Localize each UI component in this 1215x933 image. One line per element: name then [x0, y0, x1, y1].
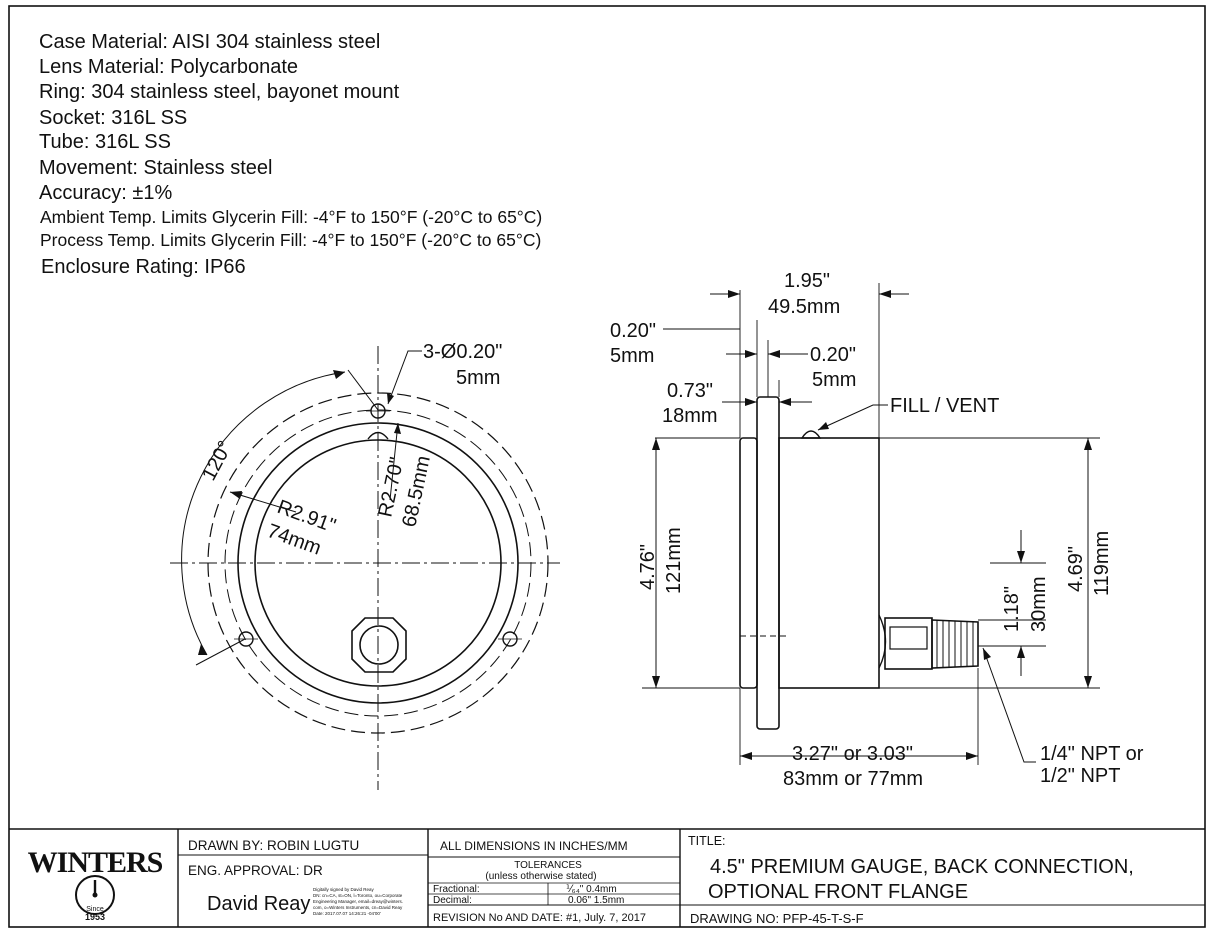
flange-right-label-mm: 5mm: [812, 369, 856, 391]
revision: REVISION No AND DATE: #1, July. 7, 2017: [433, 912, 646, 924]
signature: David Reay: [207, 893, 310, 915]
spec-tube: Tube: 316L SS: [39, 131, 171, 153]
flange-left-label-mm: 5mm: [610, 345, 654, 367]
socket-offset-label-in: 1.18": [1001, 586, 1023, 632]
title-line-1: 4.5" PREMIUM GAUGE, BACK CONNECTION,: [710, 856, 1134, 878]
holes-label-in: 3-Ø0.20": [423, 341, 502, 363]
npt-leader: [982, 647, 1036, 763]
title-block: [9, 828, 1205, 927]
decimal-value: 0.06" 1.5mm: [568, 895, 624, 906]
title-label: TITLE:: [688, 834, 726, 848]
height-outer-label-mm: 121mm: [663, 527, 685, 594]
thread-lines: [936, 620, 974, 668]
drawing-number: DRAWING NO: PFP-45-T-S-F: [690, 911, 864, 926]
bezel: [739, 437, 758, 689]
holes-leader: [387, 350, 422, 405]
fractional-value: ⅟₆₄" 0.4mm: [566, 884, 617, 895]
eng-approval: ENG. APPROVAL: DR: [188, 863, 323, 878]
socket-octagon: [351, 617, 407, 673]
lens-label-in: 0.73": [667, 380, 713, 402]
logo-since: Since: [86, 906, 104, 913]
socket-thread: [931, 619, 979, 669]
flange-outline: [207, 392, 549, 734]
signature-note-5: Date: 2017.07.07 14:26:21 -04'00': [313, 911, 381, 916]
socket-hex: [884, 617, 933, 670]
signature-note-1: Digitally signed by David Reay: [313, 887, 375, 892]
fill-vent-plug: [800, 430, 822, 439]
fractional-label: Fractional:: [433, 884, 480, 895]
socket-bore: [359, 625, 399, 665]
signature-note-3: Engineering Manager, email=dreay@winters…: [313, 899, 403, 904]
r-inner-leader: [389, 422, 399, 501]
socket-hex-flat: [889, 626, 928, 650]
signature-note-4: com, o=Winters Instruments, cn=David Rea…: [313, 905, 403, 910]
height-case-label-in: 4.69": [1065, 546, 1087, 592]
front-view: [170, 346, 560, 790]
fill-vent-leader: [817, 404, 888, 431]
npt-label-line1: 1/4" NPT or: [1040, 743, 1144, 765]
height-outer-label-in: 4.76": [637, 544, 659, 590]
front-view-labels: 3-Ø0.20" 5mm 120° R2.91" 74mm R2.70" 68.…: [198, 341, 502, 560]
depth-label-mm: 49.5mm: [768, 296, 840, 318]
flange-right-label-in: 0.20": [810, 344, 856, 366]
spec-ring: Ring: 304 stainless steel, bayonet mount: [39, 81, 400, 103]
lens-label-mm: 18mm: [662, 405, 718, 427]
spec-movement: Movement: Stainless steel: [39, 157, 272, 179]
side-view-labels: 1.95" 49.5mm 0.20" 5mm 0.20" 5mm 0.73" 1…: [610, 270, 1144, 790]
npt-label-line2: 1/2" NPT: [1040, 765, 1120, 787]
sheet-border: [8, 5, 1206, 928]
flange-left-label-in: 0.20": [610, 320, 656, 342]
case-ring-inner: [254, 439, 502, 687]
signature-note-2: DN: cn=CA, st=ON, l=Toronto, ou=Corporat…: [313, 893, 403, 898]
decimal-label: Decimal:: [433, 895, 472, 906]
logo-wordmark: WINTERS: [28, 846, 163, 879]
spec-case-material: Case Material: AISI 304 stainless steel: [39, 31, 380, 53]
case-ring-outer: [237, 422, 519, 704]
title-block-text: DRAWN BY: ROBIN LUGTU ENG. APPROVAL: DR …: [188, 834, 1134, 926]
spec-enclosure-rating: Enclosure Rating: IP66: [41, 256, 246, 278]
height-case-label-mm: 119mm: [1091, 531, 1113, 596]
spec-accuracy: Accuracy: ±1%: [39, 182, 172, 204]
fill-vent-label: FILL / VENT: [890, 395, 999, 417]
tolerances-heading: TOLERANCES: [514, 860, 582, 871]
side-view: [642, 283, 1100, 765]
spec-ambient-temp: Ambient Temp. Limits Glycerin Fill: -4°F…: [40, 207, 542, 227]
socket-offset-label-mm: 30mm: [1028, 576, 1050, 632]
depth-label-in: 1.95": [784, 270, 830, 292]
all-dimensions: ALL DIMENSIONS IN INCHES/MM: [440, 839, 628, 853]
logo-gauge-icon: [75, 875, 115, 915]
title-line-2: OPTIONAL FRONT FLANGE: [708, 881, 968, 903]
specifications-list: Case Material: AISI 304 stainless steel …: [39, 31, 542, 278]
spec-socket: Socket: 316L SS: [39, 107, 187, 129]
spec-lens-material: Lens Material: Polycarbonate: [39, 56, 298, 78]
front-flange: [756, 396, 780, 730]
fill-vent-plug-front: [367, 431, 389, 440]
holes-label-mm: 5mm: [456, 367, 500, 389]
overall-depth-label-in: 3.27" or 3.03": [792, 743, 913, 765]
logo-year: 1953: [85, 912, 105, 922]
winters-logo: WINTERS Since 1953: [28, 846, 164, 922]
drawn-by: DRAWN BY: ROBIN LUGTU: [188, 838, 359, 853]
case-body: [778, 437, 880, 689]
overall-depth-label-mm: 83mm or 77mm: [783, 768, 923, 790]
spec-process-temp: Process Temp. Limits Glycerin Fill: -4°F…: [40, 230, 541, 250]
r-outer-leader: [229, 491, 297, 513]
tolerances-note: (unless otherwise stated): [485, 871, 596, 882]
angle-arc-120: [181, 371, 346, 656]
